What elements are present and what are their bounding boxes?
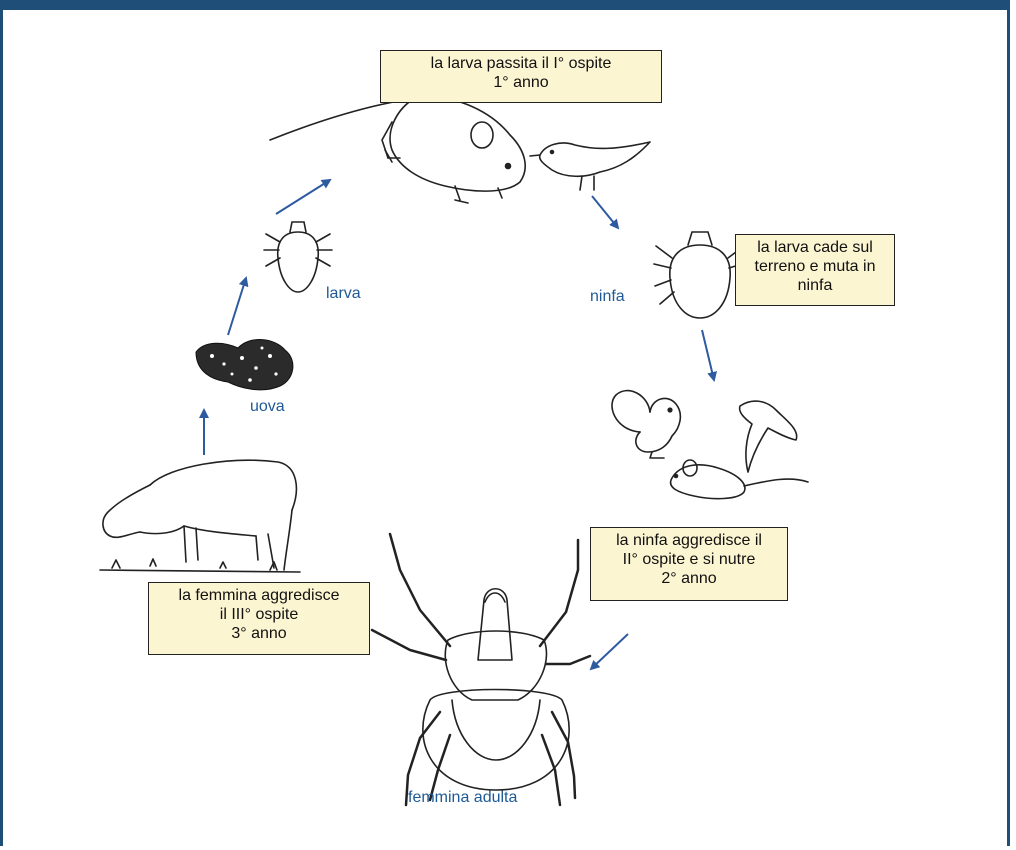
bird-icon [530,142,650,190]
note-third-host-line2: il III° ospite [155,605,363,624]
note-first-host-line1: la larva passita il I° ospite [387,54,655,73]
stage-label-adult-female: femmina adulta [408,789,517,807]
note-first-host-line2: 1° anno [387,73,655,92]
flying-bird-icon [740,401,797,472]
note-second-host: la ninfa aggredisce il II° ospite e si n… [590,527,788,601]
note-third-host-line3: 3° anno [155,624,363,643]
note-second-host-line3: 2° anno [597,569,781,588]
note-third-host-line1: la femmina aggredisce [155,586,363,605]
squirrel-icon [612,391,680,458]
note-second-host-line1: la ninfa aggredisce il [597,531,781,550]
larva-tick-icon [264,222,332,292]
note-moult-line1: la larva cade sul [742,238,888,257]
arrow-eggs-to-larva [228,278,246,335]
nymph-tick-icon [654,232,744,318]
arrow-nymph-to-hosts [702,330,714,380]
note-moult-line2: terreno e muta in [742,257,888,276]
adult-female-tick-icon [372,534,590,805]
note-third-host: la femmina aggredisce il III° ospite 3° … [148,582,370,655]
arrow-host-to-nymph [592,196,618,228]
cow-icon [100,460,300,572]
note-moult: la larva cade sul terreno e muta in ninf… [735,234,895,306]
stage-label-larva: larva [326,285,361,303]
stage-label-ninfa: ninfa [590,288,625,306]
small-mouse-icon [671,460,808,499]
stage-label-uova: uova [250,398,285,416]
note-second-host-line2: II° ospite e si nutre [597,550,781,569]
note-first-host: la larva passita il I° ospite 1° anno [380,50,662,103]
arrow-hosts-to-adult [591,634,628,669]
arrow-larva-to-mouse [276,180,330,214]
eggs-icon [196,340,293,390]
note-moult-line3: ninfa [742,276,888,295]
mouse-icon [270,97,525,203]
